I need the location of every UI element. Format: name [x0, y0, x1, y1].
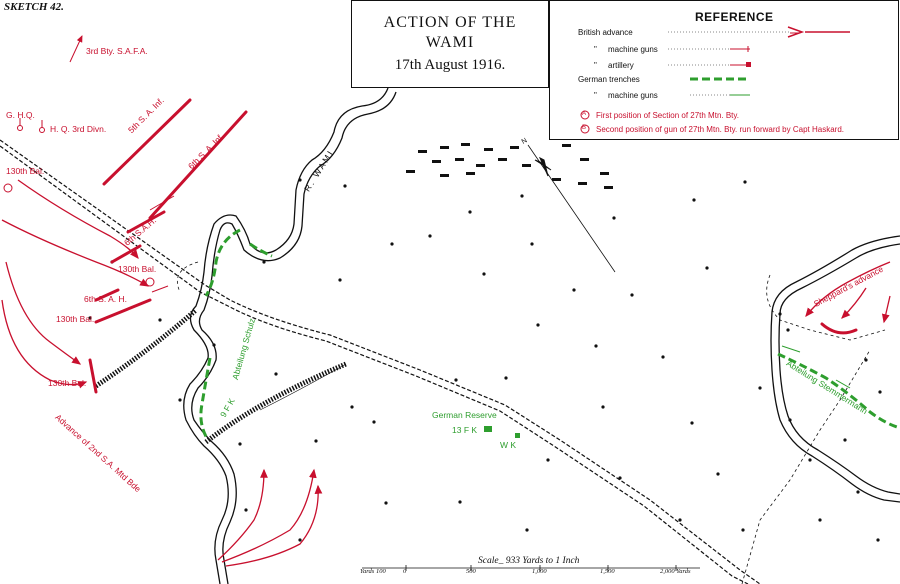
reference-box: REFERENCE British advance " machine guns… — [549, 0, 899, 140]
ref-ditto-2: " — [594, 61, 597, 70]
label-bal130-1: 130th Bal. — [6, 166, 45, 176]
ref-british-advance: British advance — [578, 28, 633, 37]
title-box: ACTION OF THE WAMI 17th August 1916. — [351, 0, 549, 88]
marker-a-icon — [3, 183, 13, 193]
label-wk: W K — [500, 440, 517, 450]
scale-tick-1: 0 — [403, 568, 407, 575]
label-fk13: 13 F K — [452, 425, 478, 435]
ref-ditto-1: " — [594, 45, 597, 54]
label-hq3: H. Q. 3rd Divn. — [50, 124, 107, 134]
ref-note-a: First position of Section of 27th Mtn. B… — [596, 111, 740, 120]
scale-caption: Scale_ 933 Yards to 1 Inch — [478, 556, 580, 566]
ridge-right — [770, 235, 900, 503]
label-bal130-4: 130th Bal. — [48, 378, 87, 388]
scale-bar — [362, 565, 700, 571]
label-bal130-3: 130th Bal. — [56, 314, 95, 324]
ref-british-mg: machine guns — [608, 45, 658, 54]
scale-tick-5: 2,000 Yards — [660, 568, 691, 575]
railway — [0, 139, 761, 584]
british-advances — [1, 179, 891, 567]
hq-icons — [17, 118, 45, 133]
ref-ditto-3: " — [594, 91, 597, 100]
label-german-reserve: German Reserve — [432, 410, 497, 420]
sketch-label: SKETCH 42. — [4, 1, 64, 13]
ref-marker-b: B — [582, 125, 587, 131]
scale-tick-2: 500 — [466, 568, 476, 575]
track — [176, 261, 886, 584]
label-bal130-2: 130th Bal. — [118, 264, 157, 274]
scale-tick-4: 1,500 — [600, 568, 615, 575]
reference-legend-lines — [580, 26, 850, 134]
reserve-icons — [484, 426, 520, 438]
ref-note-b: Second position of gun of 27th Mtn. Bty.… — [596, 125, 844, 134]
label-bty-safa: 3rd Bty. S.A.F.A. — [86, 46, 148, 56]
ref-marker-a: A — [582, 111, 587, 117]
label-ghq: G. H.Q. — [6, 110, 35, 120]
ref-german-trenches: German trenches — [578, 75, 640, 84]
german-huts — [406, 143, 613, 189]
reference-heading: REFERENCE — [695, 10, 774, 24]
marker-b-icon — [145, 277, 155, 287]
ref-german-mg: machine guns — [608, 91, 658, 100]
north-arrow-icon — [527, 144, 616, 273]
title-line-2: WAMI — [425, 34, 475, 51]
scale-tick-0: Yards 100 — [360, 568, 386, 575]
bty-arrows — [69, 35, 83, 63]
cuttings — [94, 308, 347, 444]
british-mg — [149, 195, 175, 293]
title-line-3: 17th August 1916. — [394, 57, 506, 73]
title-line-1: ACTION OF THE — [383, 14, 517, 31]
german-trenches — [199, 228, 900, 441]
german-mg — [781, 345, 851, 389]
river-wami — [183, 87, 397, 584]
label-sah6b: 6th S. A. H. — [84, 294, 127, 304]
scale-tick-3: 1,000 — [532, 568, 547, 575]
ref-artillery: artillery — [608, 61, 634, 70]
